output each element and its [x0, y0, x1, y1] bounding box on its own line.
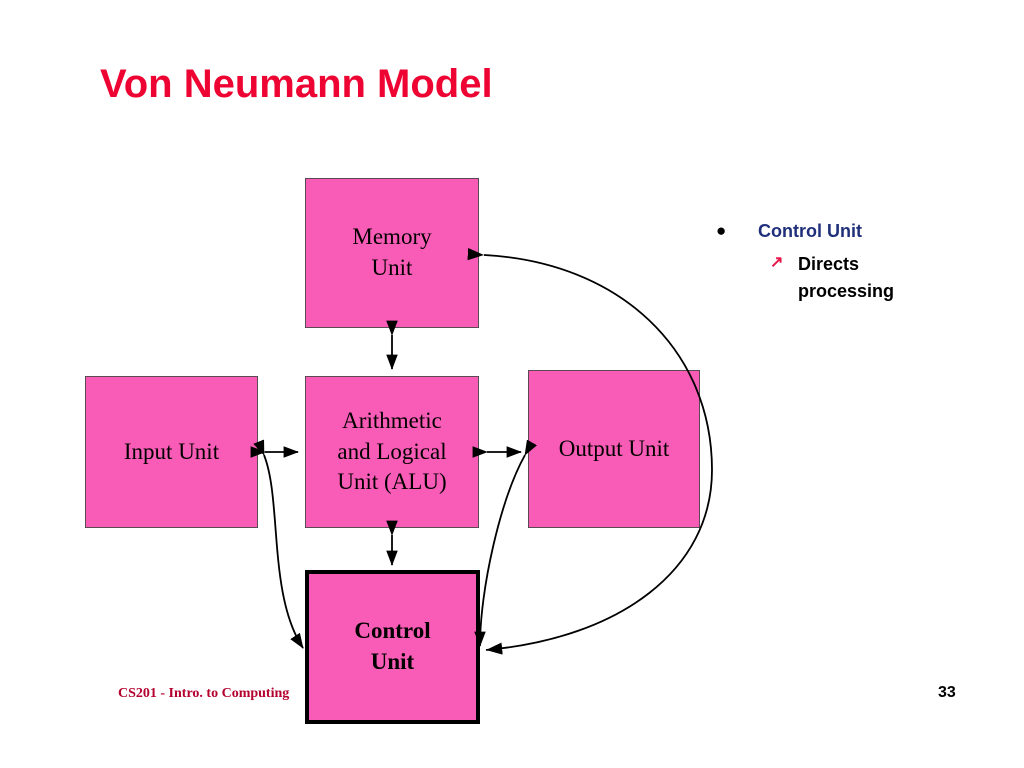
bullet-item-control-unit-label: Control Unit [758, 221, 862, 241]
diagram-box-control-unit[interactable]: Control Unit [305, 570, 480, 724]
output-unit-label: Output Unit [558, 435, 670, 461]
input-unit-label: Input Unit [123, 438, 220, 464]
bullet-item-directs-processing[interactable]: ↗ Directs processing [710, 251, 990, 307]
control-unit-label-line-1: Control [354, 618, 431, 644]
bullet-sub-label-line-2: processing [798, 281, 895, 302]
diagram-box-input-unit[interactable]: Input Unit [85, 376, 258, 528]
diagram-box-memory-unit[interactable]: Memory Unit [305, 178, 479, 328]
bullet-sub-label-line-1: Directs [798, 253, 860, 274]
footer-page-number: 33 [938, 684, 956, 701]
bullet-list: ● Control Unit ↗ Directs processing [710, 220, 990, 306]
alu-label-line-2: and Logical [337, 438, 447, 464]
connector-control-output-curve [474, 439, 538, 647]
arrow-up-right-icon: ↗ [770, 253, 784, 271]
page-title: Von Neumann Model [100, 62, 493, 106]
alu-label-line-1: Arithmetic [342, 408, 442, 434]
diagram-box-alu[interactable]: Arithmetic and Logical Unit (ALU) [305, 376, 479, 528]
bullet-dot-icon: ● [716, 221, 727, 240]
memory-unit-label-line-2: Unit [371, 255, 413, 280]
control-unit-label-line-2: Unit [370, 649, 415, 674]
alu-label-line-3: Unit (ALU) [337, 469, 447, 495]
diagram-box-output-unit[interactable]: Output Unit [528, 370, 700, 528]
connector-control-input-curve [253, 439, 304, 649]
bullet-item-control-unit[interactable]: ● Control Unit [710, 220, 990, 243]
footer-course-label: CS201 - Intro. to Computing [118, 686, 290, 701]
memory-unit-label-line-1: Memory [352, 224, 432, 250]
